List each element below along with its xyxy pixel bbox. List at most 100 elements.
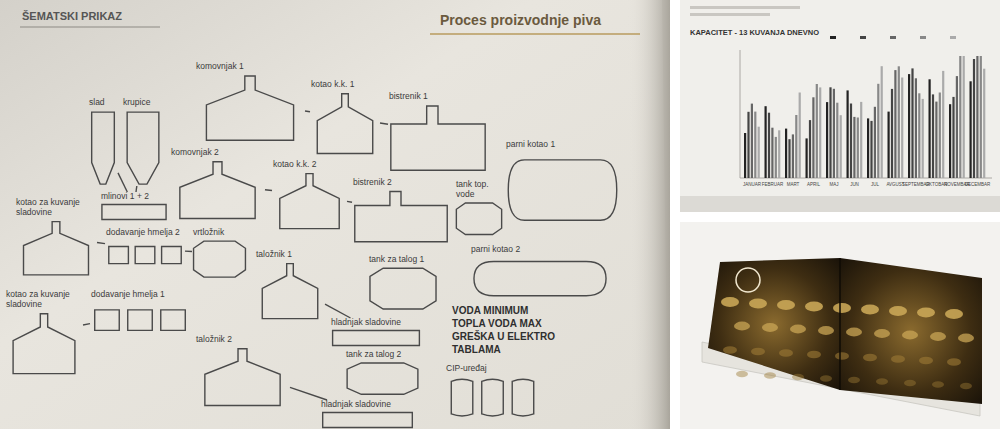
month-label: MAJ [830,182,839,188]
bar [888,112,890,178]
bar [956,76,958,178]
equipment-label: kotao za kuvanje sladovine [5,290,83,310]
equipment-outline [195,347,290,407]
bottle-cap [833,303,851,313]
equipment-node: hladnjak sladovine [330,318,422,346]
equipment-node: dodavanje hmelja 2 [105,228,185,270]
bar [809,120,811,178]
equipment-outline [5,312,83,375]
bar [747,112,749,178]
bar [816,84,818,178]
bottle-cap [818,326,834,335]
month-label: DECEMBAR [965,182,991,188]
equipment-label: mlinovi 1 + 2 [100,192,168,202]
bar [806,138,808,178]
equipment-label: CIP-uređaj [445,364,540,374]
warning-note: GREŠKA U ELEKTRO TABLAMA [452,331,570,356]
bar [898,66,900,178]
pipe-connector [265,189,272,191]
equipment-node: tank za talog 1 [368,255,438,310]
equipment-label: komovnjak 1 [195,62,305,72]
bar-group [744,56,985,178]
bottle-cap [945,309,963,319]
bottle-cap [958,334,974,343]
bar [847,90,849,178]
bottle-cap [947,358,961,366]
bottle-cap [889,306,907,316]
bar [860,102,862,178]
equipment-outline [330,330,422,346]
bottle-cap [749,299,767,309]
bar [959,56,961,178]
equipment-outline [170,160,265,220]
bottle-cap [790,325,806,334]
section-heading: ŠEMATSKI PRIKAZ [22,10,182,24]
equipment-label: slad [88,98,118,108]
equipment-label: komovnjak 2 [170,148,265,158]
equipment-outline [105,240,185,270]
bar [758,127,760,178]
bottle-cap [820,375,832,381]
equipment-label: dodavanje hmelja 1 [90,290,190,300]
bar [983,69,985,178]
bar [785,129,787,178]
bar [751,104,753,178]
bottle-cap [734,322,750,331]
equipment-node: kotao za kuvanje sladovine [15,198,97,276]
equipment-node: slad [88,98,118,186]
chart-title: KAPACITET - 13 KUVANJA DNEVNO [690,28,910,37]
bar [932,94,934,178]
bottle-cap [919,357,933,365]
bottle-cap [792,374,804,380]
bottle-cap [863,354,877,362]
equipment-label: bistrenik 2 [352,178,450,188]
bar [744,133,746,178]
month-label: JUL [871,182,879,188]
bar [901,78,903,179]
equipment-outline [388,104,488,172]
bar [922,99,924,178]
brochure-page-photo [0,0,670,429]
bar [799,93,801,179]
bar [911,68,913,178]
bar [840,115,842,178]
equipment-label: krupice [122,98,164,108]
legend-samples [830,36,956,39]
bar [792,134,794,178]
pipe-connector [83,324,90,325]
bar [915,78,917,178]
page-title: Proces proizvodnje piva [440,12,601,30]
bar [935,102,937,178]
equipment-label: vrtložnik [192,228,247,238]
bar [819,87,821,178]
equipment-node: kotao k.k. 1 [310,80,380,155]
month-label: APRIL [807,182,820,188]
bar [939,93,941,179]
equipment-node: hladnjak sladovine [320,400,415,428]
equipment-node: mlinovi 1 + 2 [100,192,168,220]
equipment-outline [445,376,540,419]
equipment-outline [122,110,164,186]
equipment-label: dodavanje hmelja 2 [105,228,185,238]
equipment-label: tank za talog 1 [368,255,438,265]
bottle-cap [736,371,748,377]
bottle-cap [764,372,776,378]
equipment-node: vrtložnik [192,228,247,278]
pipe-connector [325,304,351,318]
warning-note: VODA MINIMUM [452,305,602,318]
equipment-node: komovnjak 1 [195,62,305,142]
bar [853,117,855,178]
equipment-outline [15,220,97,276]
equipment-label: hladnjak sladovine [320,400,415,410]
equipment-node: kotao k.k. 2 [272,160,347,230]
equipment-node: dodavanje hmelja 1 [90,290,190,338]
month-label: AVGUST [886,182,904,188]
equipment-outline [192,240,247,278]
equipment-outline [320,412,415,428]
pipe-connector [185,250,192,252]
bar [918,93,920,178]
pipe-connector [97,243,105,244]
bar [970,81,972,178]
